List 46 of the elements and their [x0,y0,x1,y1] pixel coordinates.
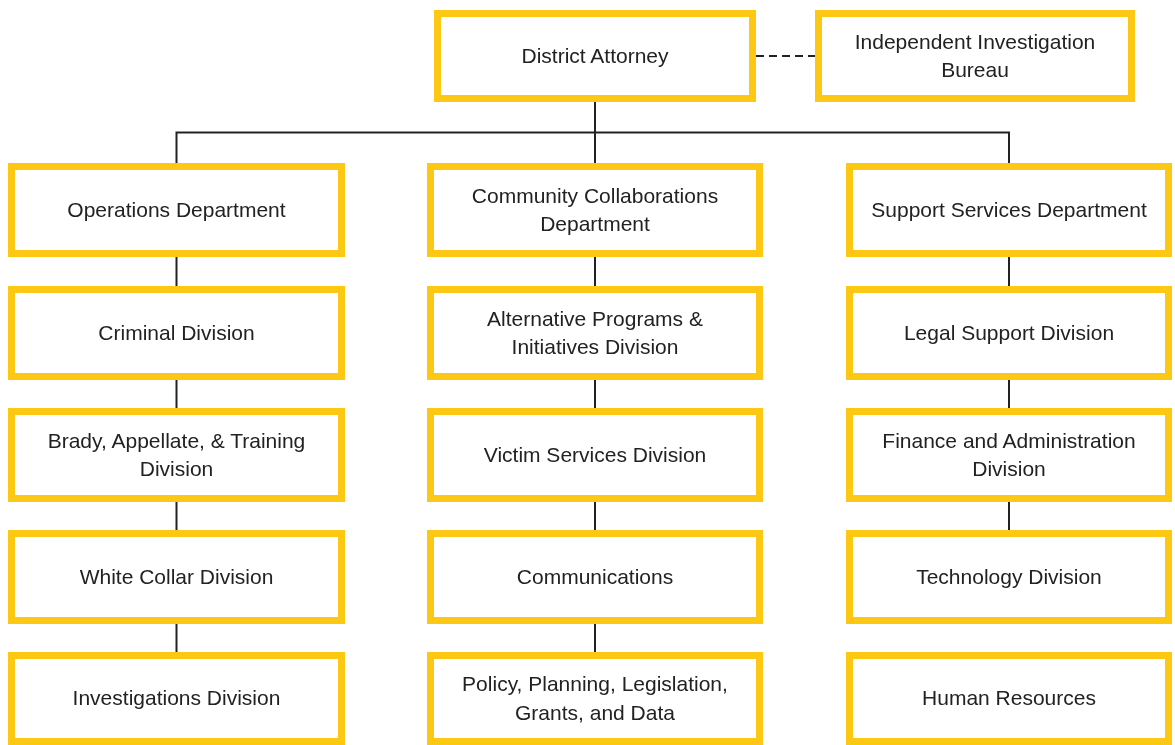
box-label: Human Resources [922,685,1096,712]
box-label: Finance and Administration Division [881,427,1137,482]
connector-line [1008,379,1010,409]
box-label: Alternative Programs & Initiatives Division [486,305,704,360]
box-label: Victim Services Division [483,441,707,468]
org-box [846,530,1172,624]
org-box [427,408,763,502]
connector-line [175,256,178,287]
org-box [8,652,345,745]
connector-line [594,256,596,287]
box-label: Policy, Planning, Legislation, Grants, and Data [461,671,729,726]
box-label: Operations Department [67,196,286,223]
box-label: Communications [516,563,674,590]
box-label: Investigations Division [72,685,281,712]
org-box [8,163,345,257]
box-label: District Attorney [521,42,669,69]
box-label: Brady, Appellate, & Training Division [46,427,307,482]
connector-line [594,623,596,653]
box-label: Technology Division [916,563,1102,590]
org-box [846,408,1172,502]
org-box [427,163,763,257]
connector-line [594,379,596,409]
org-box [8,286,345,380]
org-box [427,286,763,380]
box-label: Community Collaborations Department [470,182,720,237]
connector-line [175,623,178,653]
connector-line [1008,256,1010,287]
box-label: Support Services Department [871,196,1147,223]
org-box [427,652,763,745]
connector-line [755,55,816,57]
org-box [427,530,763,624]
org-box [846,652,1172,745]
box-label: White Collar Division [79,563,274,590]
connector-line [175,379,178,409]
org-box [846,163,1172,257]
connector-line [1008,501,1010,531]
box-label: Legal Support Division [903,319,1115,346]
connector-line [594,501,596,531]
org-box [434,10,756,102]
org-box [846,286,1172,380]
box-label: Independent Investigation Bureau [853,28,1097,83]
org-box [8,408,345,502]
box-label: Criminal Division [98,319,255,346]
org-box [8,530,345,624]
org-box [815,10,1135,102]
connector-line [175,501,178,531]
